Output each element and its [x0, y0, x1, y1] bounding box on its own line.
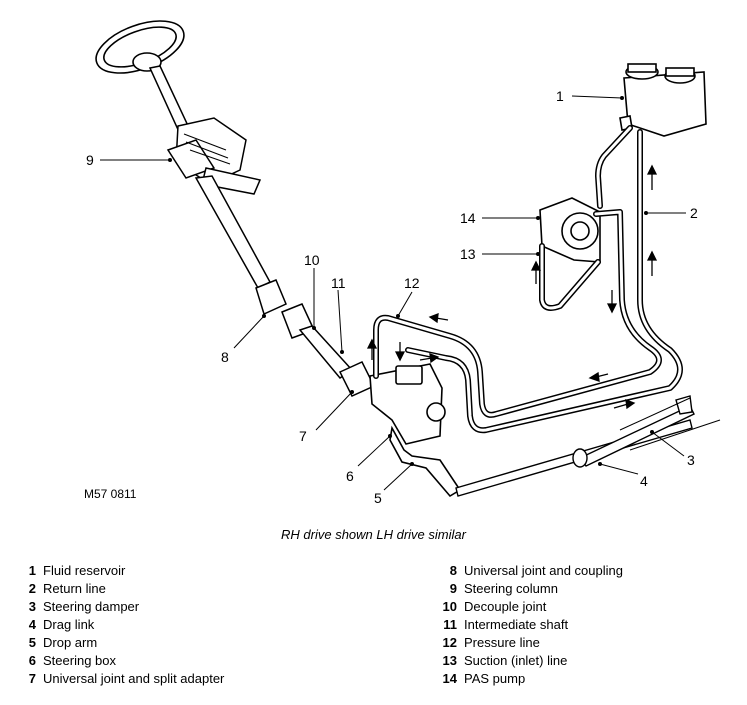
legend-number: 12: [442, 635, 457, 650]
callouts: 1 2 3 4 5 6 7 8 9 10 11 12 13 14: [86, 88, 698, 506]
drawing-code: M57 0811: [84, 487, 137, 501]
steering-column: [148, 65, 272, 289]
callout-12: 12: [404, 275, 420, 291]
legend-item: 10 Decouple joint: [439, 598, 623, 616]
legend-label: Steering damper: [43, 599, 140, 614]
legend-number: 7: [28, 671, 36, 686]
callout-8: 8: [221, 349, 229, 365]
legend-label: Decouple joint: [464, 599, 547, 614]
legend-number: 3: [28, 599, 36, 614]
legend-number: 6: [28, 653, 36, 668]
legend-label: Drag link: [43, 617, 95, 632]
legend-right-column: 8 Universal joint and coupling 9 Steering …: [439, 562, 623, 688]
callout-5: 5: [374, 490, 382, 506]
callout-2: 2: [690, 205, 698, 221]
legend-item: 8 Universal joint and coupling: [439, 562, 623, 580]
legend-item: 1 Fluid reservoir: [26, 562, 224, 580]
leader-lines: [100, 95, 686, 491]
legend-label: Steering box: [43, 653, 116, 668]
legend-number: 2: [28, 581, 36, 596]
steering-box: [369, 363, 462, 498]
steering-wheel: [95, 20, 185, 74]
callout-7: 7: [299, 428, 307, 444]
legend-label: Pressure line: [464, 635, 540, 650]
legend-label: Intermediate shaft: [464, 617, 569, 632]
legend-label: Steering column: [464, 581, 558, 596]
legend-item: 2 Return line: [26, 580, 224, 598]
legend-item: 7 Universal joint and split adapter: [26, 670, 225, 688]
legend-number: 11: [443, 617, 457, 632]
legend-label: Return line: [43, 581, 106, 596]
callout-3: 3: [687, 452, 695, 468]
legend-number: 9: [449, 581, 457, 596]
legend-number: 4: [28, 617, 36, 632]
suction-line: [595, 125, 633, 209]
intermediate-shaft: [255, 279, 376, 397]
callout-1: 1: [556, 88, 564, 104]
legend-item: 14 PAS pump: [439, 670, 623, 688]
legend-number: 5: [28, 635, 36, 650]
legend-item: 13 Suction (inlet) line: [439, 652, 623, 670]
legend-label: Universal joint and coupling: [464, 563, 623, 578]
legend-number: 8: [449, 563, 457, 578]
legend-label: Fluid reservoir: [43, 563, 126, 578]
pas-pump: [539, 197, 601, 263]
legend-label: Suction (inlet) line: [464, 653, 568, 668]
legend-item: 12 Pressure line: [439, 634, 623, 652]
legend-number: 13: [442, 653, 457, 668]
legend-label: PAS pump: [464, 671, 526, 686]
legend-number: 1: [28, 563, 36, 578]
figure-caption: RH drive shown LH drive similar: [281, 527, 466, 542]
callout-6: 6: [346, 468, 354, 484]
steering-system-diagram: 1 2 3 4 5 6 7 8 9 10 11 12 13 14 M57 081…: [84, 20, 721, 506]
callout-10: 10: [304, 252, 320, 268]
flow-arrows: [366, 164, 658, 410]
legend-item: 6 Steering box: [26, 652, 224, 670]
callout-14: 14: [460, 210, 476, 226]
callout-13: 13: [460, 246, 476, 262]
callout-11: 11: [331, 275, 346, 291]
legend-item: 9 Steering column: [439, 580, 623, 598]
legend-item: 3 Steering damper: [26, 598, 224, 616]
legend-number: 10: [442, 599, 457, 614]
legend-item: 11 Intermediate shaft: [439, 616, 623, 634]
fluid-reservoir: [619, 63, 707, 137]
legend-number: 14: [442, 671, 457, 686]
drag-link: [455, 395, 721, 497]
legend-label: Universal joint and split adapter: [43, 671, 225, 686]
legend-label: Drop arm: [43, 635, 98, 650]
callout-4: 4: [640, 473, 648, 489]
legend-item: 4 Drag link: [26, 616, 224, 634]
legend-item: 5 Drop arm: [26, 634, 224, 652]
callout-9: 9: [86, 152, 94, 168]
